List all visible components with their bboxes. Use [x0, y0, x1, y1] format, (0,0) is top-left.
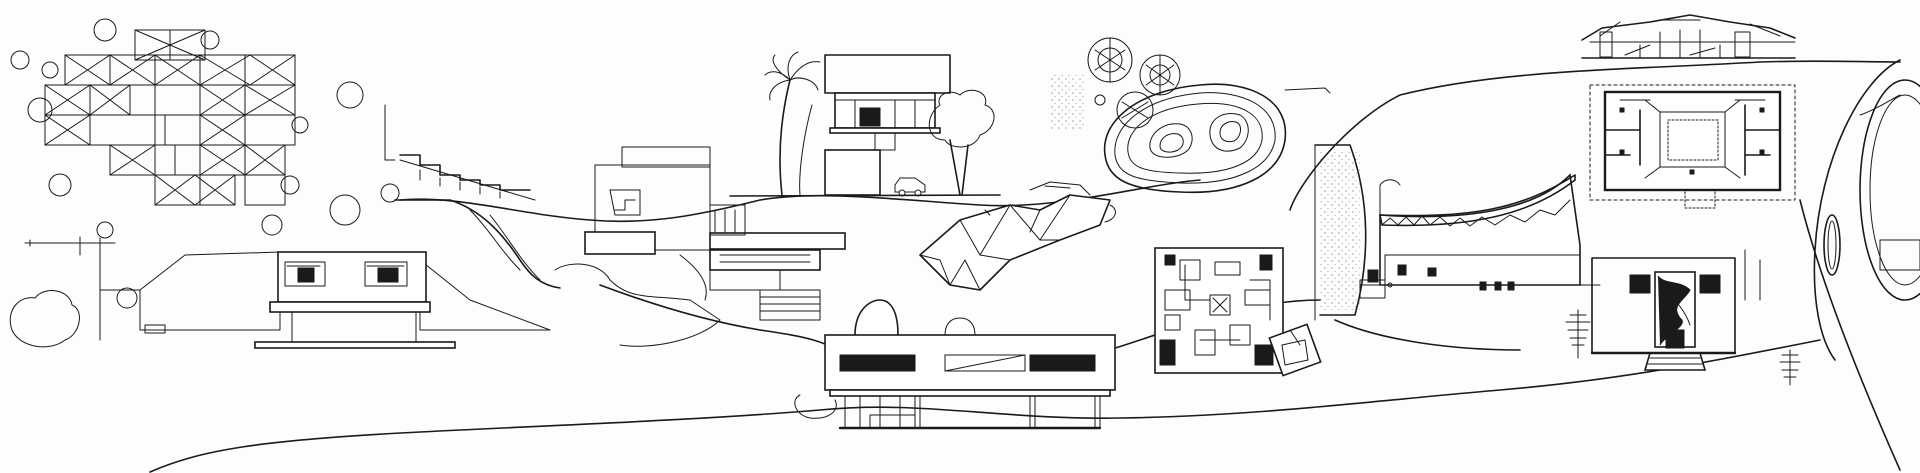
faceted-roof-pavilion — [919, 181, 1116, 291]
courtyard-house-plan — [1589, 84, 1796, 209]
arched-circular-opening — [1813, 59, 1920, 361]
stone-tower-house — [554, 146, 846, 347]
courtyard-block-plan — [1154, 247, 1322, 377]
contour-pond-with-trees — [1050, 37, 1331, 194]
cliff-house-with-staircase — [9, 104, 561, 349]
sketch-strokes — [984, 209, 1393, 346]
brick-facade-with-mural — [1565, 249, 1801, 386]
pitched-roof-section — [1581, 14, 1796, 59]
curved-roof-chapel — [1314, 144, 1601, 321]
villa-on-pilotis — [794, 299, 1116, 430]
tropical-palm-house — [729, 51, 1001, 197]
grid-plan-with-trees — [10, 18, 364, 239]
